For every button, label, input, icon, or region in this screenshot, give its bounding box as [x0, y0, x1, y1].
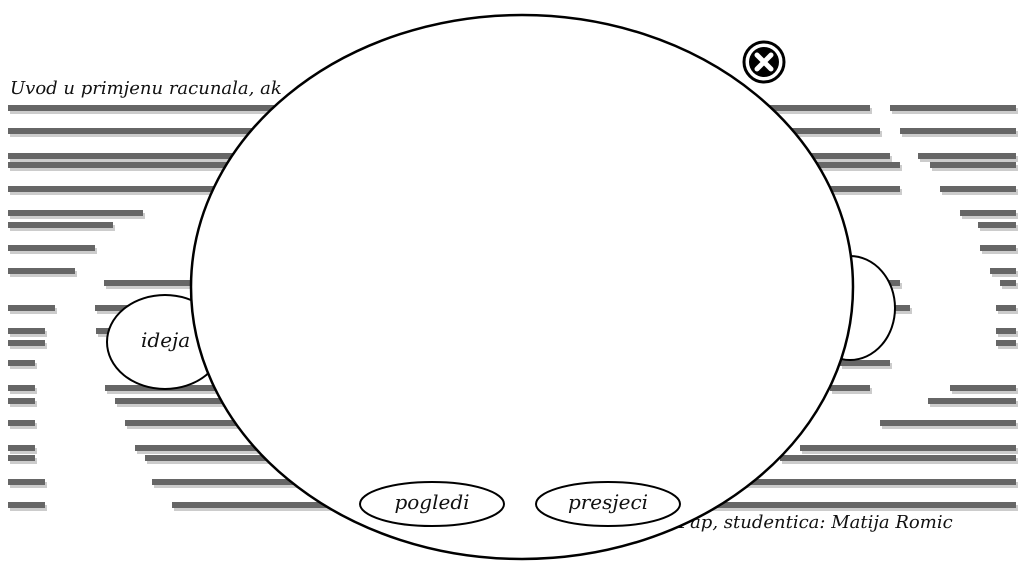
- background-bar: [8, 222, 113, 228]
- background-bar: [996, 305, 1016, 311]
- pogledi-button-label[interactable]: pogledi: [394, 490, 470, 514]
- background-bar: [690, 502, 1016, 508]
- background-bar: [145, 455, 280, 461]
- background-bar: [840, 360, 890, 366]
- background-bar: [780, 455, 1016, 461]
- background-bar: [700, 479, 1016, 485]
- background-bar: [1000, 280, 1016, 286]
- background-bar: [135, 445, 270, 451]
- background-bar: [950, 385, 1016, 391]
- background-bar: [960, 210, 1016, 216]
- background-bar: [8, 502, 45, 508]
- credits-text: ana Pap, studentica: Matija Romic: [640, 512, 953, 533]
- background-bar: [900, 128, 1016, 134]
- course-title-text: Uvod u primjenu racunala, ak: [10, 78, 282, 99]
- pogledi-button[interactable]: [359, 481, 505, 527]
- background-bar: [172, 502, 360, 508]
- background-bar: [978, 222, 1016, 228]
- background-bar: [8, 328, 45, 334]
- background-bar: [800, 445, 1016, 451]
- background-bar: [8, 360, 35, 366]
- background-bar: [8, 305, 55, 311]
- background-bar: [880, 420, 1016, 426]
- background-bar: [8, 245, 95, 251]
- background-bar: [8, 479, 45, 485]
- background-bar: [8, 445, 35, 451]
- background-bar: [980, 245, 1016, 251]
- background-bar: [8, 385, 35, 391]
- presjeci-button[interactable]: [535, 481, 681, 527]
- background-bar: [104, 280, 260, 286]
- background-bar: [152, 479, 340, 485]
- background-bar: [930, 162, 1016, 168]
- presjeci-button-label[interactable]: presjeci: [567, 490, 649, 514]
- background-bar: [940, 186, 1016, 192]
- background-bar: [125, 420, 260, 426]
- background-bar: [890, 105, 1016, 111]
- background-bar: [928, 398, 1016, 404]
- background-bar: [8, 420, 35, 426]
- background-bar: [8, 210, 143, 216]
- background-bar: [996, 340, 1016, 346]
- background-bar: [990, 268, 1016, 274]
- background-bar: [8, 268, 75, 274]
- background-bar: [115, 398, 250, 404]
- background-bar: [8, 455, 35, 461]
- background-bar: [996, 328, 1016, 334]
- close-icon[interactable]: [742, 40, 786, 84]
- background-bar: [830, 385, 870, 391]
- background-bar: [918, 153, 1016, 159]
- ideja-label[interactable]: ideja: [141, 328, 191, 352]
- background-bar: [8, 340, 45, 346]
- background-bar: [8, 398, 35, 404]
